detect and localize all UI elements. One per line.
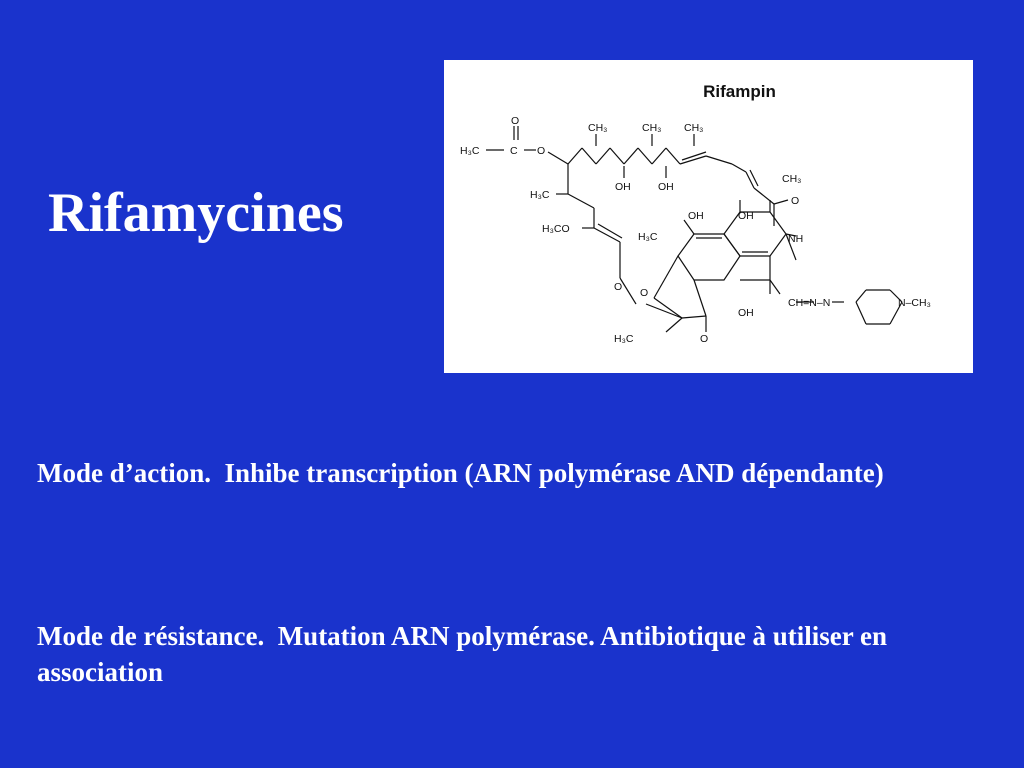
label-oh-2: OH: [658, 181, 674, 193]
label-oh-5: OH: [738, 307, 754, 319]
label-h3c-3: H₃C: [638, 231, 658, 243]
label-o-carbonyl: O: [511, 115, 519, 127]
label-h3c-4: H₃C: [614, 333, 634, 345]
label-ch3-3: CH₃: [684, 122, 703, 134]
label-o-amide: O: [791, 195, 799, 207]
label-o-ester: O: [537, 145, 545, 157]
label-ch-n-n: CH=N–N: [788, 297, 830, 309]
label-c: C: [510, 145, 518, 157]
label-o-ring2: O: [640, 287, 648, 299]
label-o-ring1: O: [614, 281, 622, 293]
label-oh-4: OH: [738, 210, 754, 222]
label-ch3-4: CH₃: [782, 173, 801, 185]
label-ch3-2: CH₃: [642, 122, 661, 134]
label-h3c-2: H₃C: [530, 189, 550, 201]
label-n-ch3: N–CH₃: [898, 297, 931, 309]
label-ch3-1: CH₃: [588, 122, 607, 134]
slide-title: Rifamycines: [48, 182, 344, 244]
label-h3co: H₃CO: [542, 223, 570, 235]
mode-resistance-text: Mode de résistance. Mutation ARN polymér…: [37, 621, 887, 687]
rifampin-structure-icon: H₃C C O O CH₃ CH₃ CH₃ OH OH CH₃ O H₃C H₃…: [460, 115, 931, 345]
label-o-keto: O: [700, 333, 708, 345]
rifampin-structure-figure: Rifampin: [444, 60, 973, 373]
label-oh-1: OH: [615, 181, 631, 193]
label-h3c-1: H₃C: [460, 145, 480, 157]
figure-title: Rifampin: [703, 82, 776, 101]
label-nh: NH: [788, 233, 803, 245]
label-oh-3: OH: [688, 210, 704, 222]
mode-action-text: Mode d’action. Inhibe transcription (ARN…: [37, 458, 884, 488]
